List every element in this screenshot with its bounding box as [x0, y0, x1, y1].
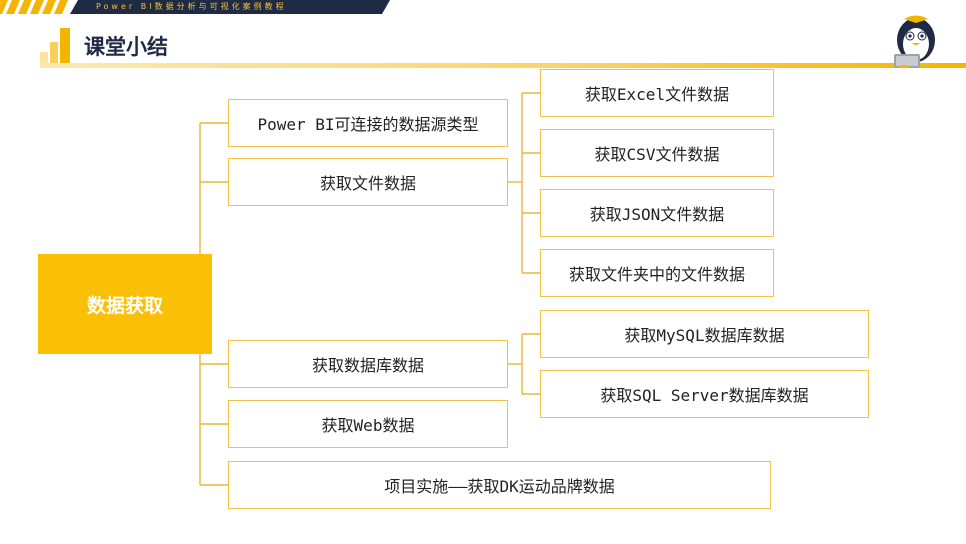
title-underline — [40, 63, 966, 68]
node-project-dk-brand: 项目实施——获取DK运动品牌数据 — [228, 461, 771, 509]
node-get-web-data: 获取Web数据 — [228, 400, 508, 448]
bar-chart-icon — [40, 28, 70, 68]
course-banner-shape — [0, 0, 390, 14]
node-get-json-data: 获取JSON文件数据 — [540, 189, 774, 237]
page-title: 课堂小结 — [84, 35, 168, 59]
node-get-sqlserver-data: 获取SQL Server数据库数据 — [540, 370, 869, 418]
course-tag: Power BI数据分析与可视化案例教程 — [96, 2, 287, 11]
node-get-database-data: 获取数据库数据 — [228, 340, 508, 388]
node-get-csv-data: 获取CSV文件数据 — [540, 129, 774, 177]
node-get-mysql-data: 获取MySQL数据库数据 — [540, 310, 869, 358]
penguin-mascot-icon — [892, 10, 940, 68]
node-get-excel-data: 获取Excel文件数据 — [540, 69, 774, 117]
root-node-data-acquisition: 数据获取 — [38, 254, 212, 354]
node-data-source-types: Power BI可连接的数据源类型 — [228, 99, 508, 147]
course-banner: Power BI数据分析与可视化案例教程 — [0, 0, 390, 14]
node-get-file-data: 获取文件数据 — [228, 158, 508, 206]
node-get-folder-data: 获取文件夹中的文件数据 — [540, 249, 774, 297]
